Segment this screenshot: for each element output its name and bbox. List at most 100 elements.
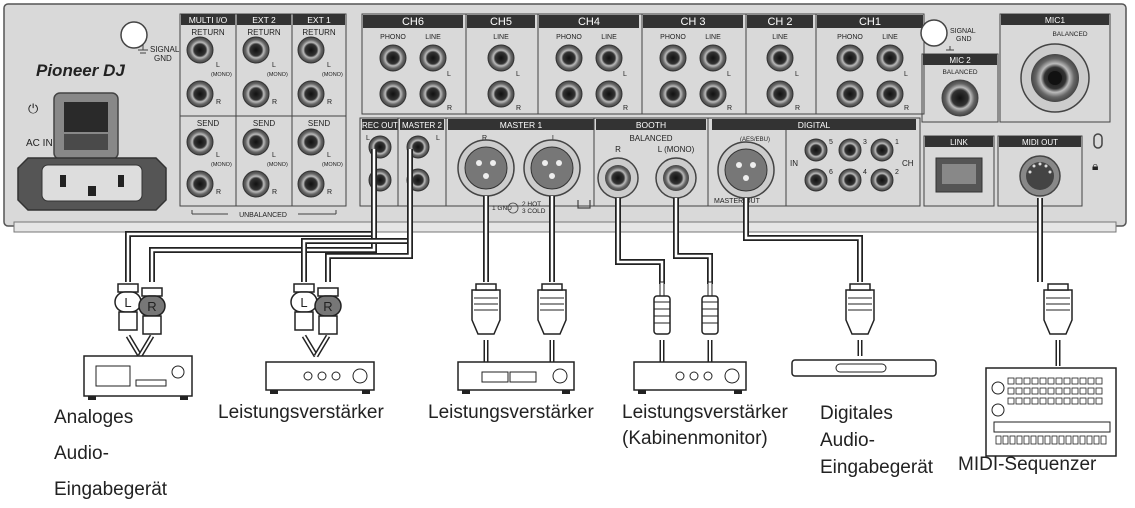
ch4-line-l-jack[interactable] <box>595 44 623 72</box>
line-label: LINE <box>882 34 898 41</box>
ch6-phono-r-jack[interactable] <box>379 80 407 108</box>
xlr-plug <box>845 283 875 335</box>
signal-gnd-label-left: SIGNAL <box>150 45 180 54</box>
svg-text:RETURN: RETURN <box>247 28 281 37</box>
rca-plug-right: R <box>314 287 342 335</box>
ch6-phono-l-jack[interactable] <box>379 44 407 72</box>
master1-r-xlr[interactable] <box>457 139 515 197</box>
ext1-send-r-jack[interactable] <box>297 170 325 198</box>
device-label-6: MIDI-Sequenzer <box>958 452 1096 478</box>
booth-r-jack[interactable] <box>597 157 639 199</box>
svg-text:SEND: SEND <box>308 119 330 128</box>
digital-master-out-xlr[interactable] <box>717 141 775 199</box>
midi-out-header: MIDI OUT <box>1022 138 1058 147</box>
ch2-line-r-jack[interactable] <box>766 80 794 108</box>
ext1-return-l-jack[interactable] <box>297 36 325 64</box>
phono-label: PHONO <box>556 34 582 41</box>
channel-header-4: CH4 <box>578 16 600 28</box>
line-label: LINE <box>601 34 617 41</box>
ch5-line-r-jack[interactable] <box>487 80 515 108</box>
plug-label: L <box>124 295 131 310</box>
digital-in-ch4-jack[interactable] <box>838 168 862 192</box>
device-label-line: Leistungsverstärker <box>218 402 384 423</box>
ch1-phono-r-jack[interactable] <box>836 80 864 108</box>
signal-gnd-terminal-right[interactable] <box>920 19 948 47</box>
ch1-line-r-jack[interactable] <box>876 80 904 108</box>
ch3-phono-r-jack[interactable] <box>659 80 687 108</box>
booth-l-jack[interactable] <box>655 157 697 199</box>
ch5-line-l-jack[interactable] <box>487 44 515 72</box>
ch3-line-r-jack[interactable] <box>699 80 727 108</box>
ch3-line-l-jack[interactable] <box>699 44 727 72</box>
unbalanced-section: MULTI I/O EXT 2 EXT 1 RETURN RETURN RETU… <box>179 13 347 219</box>
booth-header: BOOTH <box>636 120 666 130</box>
jack-label: R <box>327 189 332 196</box>
digital-in-ch2-jack[interactable] <box>870 168 894 192</box>
digital-header: DIGITAL <box>798 120 831 130</box>
jack-label: R <box>447 105 452 112</box>
ch4-phono-l-jack[interactable] <box>555 44 583 72</box>
svg-text:SEND: SEND <box>197 119 219 128</box>
ch2-line-l-jack[interactable] <box>766 44 794 72</box>
device-label-line: Eingabegerät <box>820 457 934 478</box>
digital-audio-device <box>791 359 937 377</box>
line-label: LINE <box>425 34 441 41</box>
power-amplifier <box>265 361 375 394</box>
ch4-line-r-jack[interactable] <box>595 80 623 108</box>
ch4-phono-r-jack[interactable] <box>555 80 583 108</box>
jack-label: L <box>904 71 908 78</box>
kensington-lock-icon: 🔒︎ <box>1092 159 1098 173</box>
digital-in-ch1-jack[interactable] <box>870 138 894 162</box>
ext2-send-r-jack[interactable] <box>242 170 270 198</box>
master2-header: MASTER 2 <box>402 121 443 130</box>
ch3-phono-l-jack[interactable] <box>659 44 687 72</box>
signal-gnd-terminal-left[interactable] <box>120 21 148 49</box>
mic2-jack[interactable] <box>941 79 979 117</box>
ch1-phono-l-jack[interactable] <box>836 44 864 72</box>
svg-text:IN: IN <box>790 159 798 168</box>
device-label-line: MIDI-Sequenzer <box>958 454 1097 475</box>
unbalanced-label: UNBALANCED <box>239 212 287 219</box>
ch6-line-r-jack[interactable] <box>419 80 447 108</box>
svg-text:(AES/EBU): (AES/EBU) <box>740 137 770 143</box>
master1-l-xlr[interactable] <box>523 139 581 197</box>
phono-label: PHONO <box>837 34 863 41</box>
ext1-send-l-jack[interactable] <box>297 128 325 156</box>
digital-ch-number: 3 <box>863 139 867 146</box>
jack-label: (MONO) <box>211 72 232 78</box>
svg-text:R: R <box>615 145 621 154</box>
svg-text:2 HOT: 2 HOT <box>522 201 541 208</box>
ext2-return-r-jack[interactable] <box>242 80 270 108</box>
multi-io-return-l-jack[interactable] <box>186 36 214 64</box>
line-label: LINE <box>772 34 788 41</box>
svg-text:R: R <box>482 135 487 142</box>
ch1-line-l-jack[interactable] <box>876 44 904 72</box>
multi-io-send-l-jack[interactable] <box>186 128 214 156</box>
multi-io-return-r-jack[interactable] <box>186 80 214 108</box>
phono-label: PHONO <box>660 34 686 41</box>
digital-in-ch3-jack[interactable] <box>838 138 862 162</box>
jack-label: (MONO) <box>322 72 343 78</box>
digital-in-ch5-jack[interactable] <box>804 138 828 162</box>
digital-ch-number: 5 <box>829 139 833 146</box>
svg-text:BALANCED: BALANCED <box>942 69 977 76</box>
digital-in-ch6-jack[interactable] <box>804 168 828 192</box>
digital-ch-number: 4 <box>863 169 867 176</box>
jack-label: L <box>216 152 220 159</box>
jack-label: R <box>327 99 332 106</box>
ch6-line-l-jack[interactable] <box>419 44 447 72</box>
ext2-send-l-jack[interactable] <box>242 128 270 156</box>
jack-label: L <box>623 71 627 78</box>
booth-balanced-label: BALANCED <box>629 134 672 143</box>
ext2-return-l-jack[interactable] <box>242 36 270 64</box>
ext1-return-r-jack[interactable] <box>297 80 325 108</box>
midi-plug <box>1043 283 1073 335</box>
power-amplifier-booth <box>633 361 747 394</box>
jack-label: R <box>272 99 277 106</box>
svg-text:L (MONO): L (MONO) <box>658 145 695 154</box>
multi-io-send-r-jack[interactable] <box>186 170 214 198</box>
midi-sequencer-device <box>985 367 1117 457</box>
line-label: LINE <box>705 34 721 41</box>
